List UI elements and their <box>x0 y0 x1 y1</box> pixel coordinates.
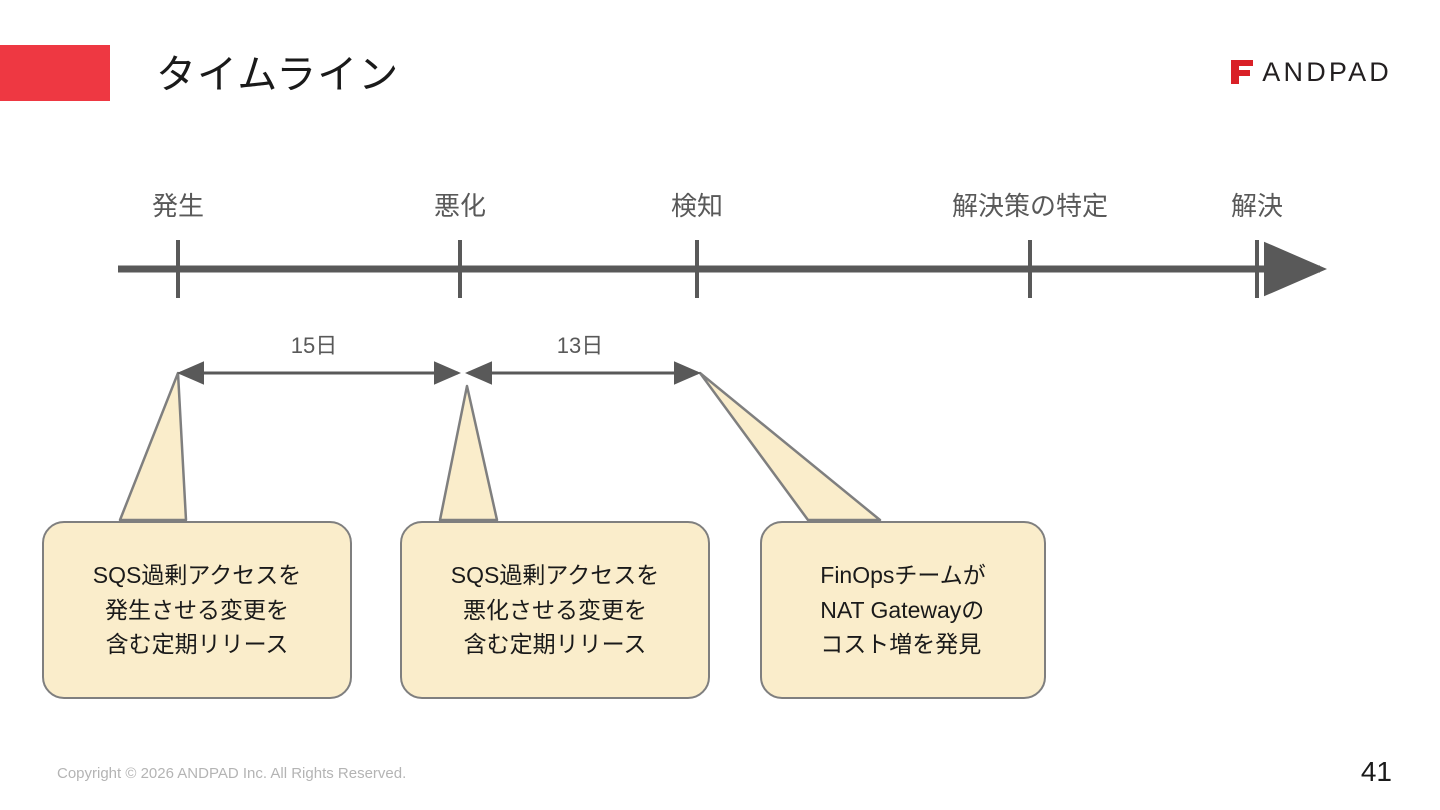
callout-occurrence-text: SQS過剰アクセスを 発生させる変更を 含む定期リリース <box>92 561 302 658</box>
callout-occurrence: SQS過剰アクセスを 発生させる変更を 含む定期リリース <box>42 521 352 699</box>
callout-tail-occurrence <box>118 371 188 522</box>
milestone-label-solution-id: 解決策の特定 <box>951 191 1109 221</box>
page-title: タイムライン <box>156 53 400 97</box>
footer-page-number: 41 <box>1360 756 1392 787</box>
callout-detection: FinOpsチームが NAT Gatewayの コスト増を発見 <box>760 521 1046 699</box>
andpad-logo-text: ANDPAD <box>1262 56 1392 87</box>
milestone-label-detection: 検知 <box>670 191 724 221</box>
callout-tail-degradation <box>438 384 499 522</box>
callout-tails <box>118 371 882 522</box>
milestone-label-occurrence: 発生 <box>151 191 205 221</box>
span-label-15-days: 15日 <box>290 333 338 358</box>
andpad-logo-mark-icon <box>1231 60 1254 84</box>
callout-degradation: SQS過剰アクセスを 悪化させる変更を 含む定期リリース <box>400 521 710 699</box>
header-accent-bar <box>0 45 110 101</box>
span-label-13-days: 13日 <box>556 333 604 358</box>
footer-copyright: Copyright © 2026 ANDPAD Inc. All Rights … <box>57 765 407 782</box>
andpad-logo: ANDPAD <box>1231 56 1392 88</box>
milestone-label-degradation: 悪化 <box>433 191 487 221</box>
callout-tail-detection <box>698 371 882 522</box>
milestone-label-resolution: 解決 <box>1230 191 1284 221</box>
callout-degradation-text: SQS過剰アクセスを 悪化させる変更を 含む定期リリース <box>450 561 660 658</box>
callout-detection-text: FinOpsチームが NAT Gatewayの コスト増を発見 <box>820 561 986 658</box>
